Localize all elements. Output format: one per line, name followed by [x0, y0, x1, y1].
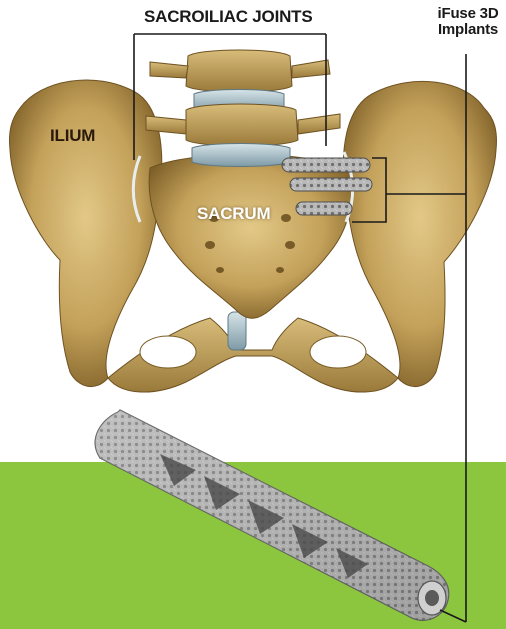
sacrum-label: SACRUM [197, 205, 270, 223]
ilium-label: ILIUM [50, 127, 95, 145]
sacroiliac-joints-label: SACROILIAC JOINTS [144, 8, 313, 26]
right-ilium [343, 81, 496, 386]
ifuse-label-line1: iFuse 3D [430, 6, 506, 22]
ifuse-label-line2: Implants [430, 22, 506, 38]
ifuse-implants-label: iFuse 3D Implants [430, 6, 506, 38]
implant-closeup [95, 410, 449, 620]
lumbar-spine [146, 50, 340, 167]
